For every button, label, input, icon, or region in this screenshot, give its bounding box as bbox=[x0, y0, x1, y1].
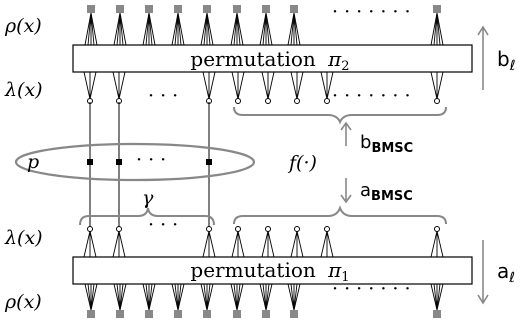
permutation-box-top: permutation π2 bbox=[72, 44, 473, 74]
check-node bbox=[116, 310, 124, 318]
dots-top-var: · · · bbox=[148, 85, 178, 107]
check-node bbox=[203, 5, 211, 13]
variable-node bbox=[265, 98, 271, 104]
variable-node bbox=[265, 226, 271, 232]
lambda-label-bottom: λ(x) bbox=[4, 227, 43, 249]
check-node bbox=[87, 310, 95, 318]
check-node bbox=[433, 310, 441, 318]
permutation-word-top: permutation bbox=[190, 47, 315, 71]
pi-symbol-top: π bbox=[327, 47, 342, 71]
function-label: f(·) bbox=[287, 152, 317, 174]
variable-node bbox=[206, 226, 212, 232]
pi-subscript-top: 2 bbox=[341, 59, 349, 74]
check-node bbox=[262, 310, 270, 318]
check-node bbox=[262, 5, 270, 13]
p-label: p bbox=[27, 151, 39, 173]
pi-subscript-bottom: 1 bbox=[341, 270, 349, 285]
a-ell-arrow bbox=[477, 240, 489, 305]
lambda-label-top: λ(x) bbox=[4, 79, 43, 101]
dots-top-long: · · · · · · · bbox=[332, 85, 411, 107]
a-ell-label: aℓ bbox=[497, 259, 515, 286]
check-node bbox=[145, 310, 153, 318]
svg-text:permutation π1: permutation π1 bbox=[190, 258, 349, 285]
check-node bbox=[203, 310, 211, 318]
brace-bottom-right bbox=[233, 205, 447, 225]
variable-node bbox=[116, 226, 122, 232]
check-node bbox=[174, 310, 182, 318]
check-node bbox=[290, 310, 298, 318]
check-node bbox=[174, 5, 182, 13]
b-ell-label: bℓ bbox=[497, 47, 516, 74]
dots-bottom-long: · · · · · · · bbox=[332, 278, 411, 300]
variable-node bbox=[324, 98, 330, 104]
b-bmsc-arrow bbox=[340, 121, 352, 146]
brace-top-right bbox=[233, 106, 447, 125]
gamma-label: γ bbox=[142, 187, 154, 209]
pi-symbol-bottom: π bbox=[327, 258, 342, 282]
variable-node bbox=[434, 226, 440, 232]
variable-nodes-top bbox=[83, 71, 444, 104]
variable-node bbox=[324, 226, 330, 232]
rho-label-bottom: ρ(x) bbox=[4, 291, 42, 313]
check-nodes-top bbox=[84, 5, 444, 46]
b-bmsc-label: bBMSC bbox=[360, 132, 413, 156]
check-node bbox=[290, 5, 298, 13]
check-node bbox=[433, 5, 441, 13]
dots-bottom-var: · · · bbox=[148, 214, 178, 236]
permutation-word-bottom: permutation bbox=[190, 258, 315, 282]
variable-nodes-bottom bbox=[83, 226, 444, 258]
variable-node bbox=[87, 226, 93, 232]
b-ell-arrow bbox=[477, 25, 489, 90]
a-bmsc-arrow bbox=[340, 178, 352, 204]
check-node bbox=[116, 5, 124, 13]
variable-node bbox=[294, 226, 300, 232]
svg-text:permutation π2: permutation π2 bbox=[190, 47, 349, 74]
p-dots: · · · bbox=[136, 149, 166, 171]
a-bmsc-label: aBMSC bbox=[360, 180, 413, 204]
variable-node bbox=[294, 98, 300, 104]
check-node bbox=[233, 5, 241, 13]
p-ellipse: p · · · bbox=[14, 142, 256, 182]
variable-node bbox=[235, 98, 241, 104]
permutation-box-bottom: permutation π1 bbox=[72, 256, 473, 285]
check-node bbox=[87, 5, 95, 13]
check-nodes-bottom bbox=[84, 283, 444, 318]
brace-gamma bbox=[79, 207, 215, 226]
check-node bbox=[145, 5, 153, 13]
rho-label-top: ρ(x) bbox=[4, 15, 42, 37]
dots-top-check: · · · · · · · bbox=[332, 1, 411, 23]
check-node bbox=[233, 310, 241, 318]
variable-node bbox=[434, 98, 440, 104]
variable-node bbox=[235, 226, 241, 232]
